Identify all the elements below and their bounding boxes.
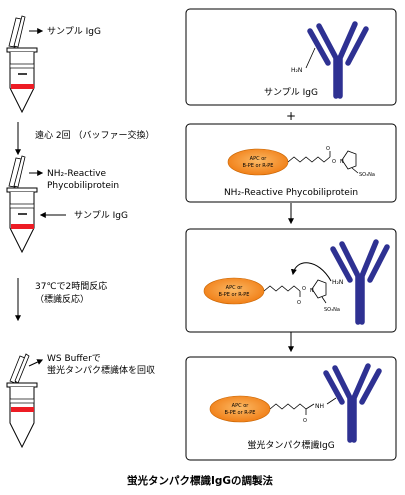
- sulfonate-label: SO₃Na: [359, 172, 375, 178]
- step2-side-label: サンプル IgG: [74, 210, 128, 221]
- plus-sign: +: [286, 109, 296, 123]
- arrow1-label: 遠心 2回 （バッファー交換）: [35, 129, 154, 141]
- carbonyl-o: O: [326, 146, 330, 152]
- succinimide-ring: [311, 279, 327, 299]
- succinimide-ring: [341, 150, 357, 170]
- panel2-caption: NH₂-Reactive Phycobiliprotein: [224, 188, 358, 198]
- filter-insert: [8, 155, 26, 188]
- amine-label: H₂N: [332, 279, 343, 286]
- panel4-caption: 蛍光タンパク標識IgG: [247, 439, 334, 451]
- filter-insert: [8, 15, 26, 48]
- pointer-arrow-4: [28, 359, 44, 367]
- oval-line2: B-PE or R-PE: [243, 163, 274, 169]
- amide-nh: NH: [315, 403, 324, 410]
- phycobiliprotein-oval: [227, 148, 289, 176]
- tube-2: [6, 155, 38, 254]
- step2-label-line2: Phycobiliprotein: [47, 181, 119, 191]
- linker-chain: [287, 156, 331, 163]
- panel1-caption: サンプル IgG: [264, 87, 318, 98]
- phycobiliprotein-oval: [209, 395, 271, 423]
- oval-line1: APC or: [226, 285, 244, 291]
- carbonyl-o: O: [303, 418, 307, 424]
- panel-reactive-phycobiliprotein: APC or B-PE or R-PE O O N SO₃Na NH₂-Reac…: [185, 123, 397, 203]
- panel-sample-igg: H₂N サンプル IgG: [185, 8, 397, 106]
- arrow2-label-line2: （標識反応）: [35, 293, 89, 305]
- step1-label: サンプル IgG: [47, 26, 101, 37]
- step2-label-line1: NH₂-Reactive: [47, 169, 107, 179]
- oval-line1: APC or: [250, 156, 268, 162]
- tube-1: [6, 15, 38, 114]
- linker-chain: [263, 285, 301, 292]
- antibody-icon: [330, 239, 390, 325]
- antibody-icon: [323, 363, 382, 443]
- tube-3: [6, 353, 38, 449]
- antibody-icon: [305, 21, 369, 99]
- panel-reaction: H₂N APC or B-PE or R-PE O O N SO₃Na: [185, 228, 397, 333]
- sulfonate-label: SO₃Na: [324, 307, 340, 313]
- linker-chain: [269, 403, 307, 410]
- n-atom: N: [340, 159, 344, 165]
- oval-line1: APC or: [232, 403, 250, 409]
- arrow2-label-line1: 37℃で2時間反応: [35, 280, 107, 292]
- panel-labeled-igg: APC or B-PE or R-PE O NH 蛍光タンパク標識IgG: [185, 356, 397, 461]
- figure-caption: 蛍光タンパク標識IgGの調製法: [127, 474, 274, 487]
- n-atom: N: [310, 288, 314, 294]
- carbonyl-o: O: [297, 300, 301, 306]
- oval-line2: B-PE or R-PE: [225, 410, 256, 416]
- filter-insert-inverted: [9, 353, 30, 384]
- oval-line2: B-PE or R-PE: [219, 292, 250, 298]
- amine-label: H₂N: [291, 67, 302, 74]
- reaction-arrow: [290, 262, 332, 282]
- phycobiliprotein-oval: [203, 277, 265, 305]
- step3-label-line1: WS Bufferで: [47, 354, 101, 364]
- ester-o: O: [302, 286, 306, 292]
- ester-o: O: [332, 159, 336, 165]
- step3-label-line2: 蛍光タンパク標識体を回収: [47, 364, 155, 376]
